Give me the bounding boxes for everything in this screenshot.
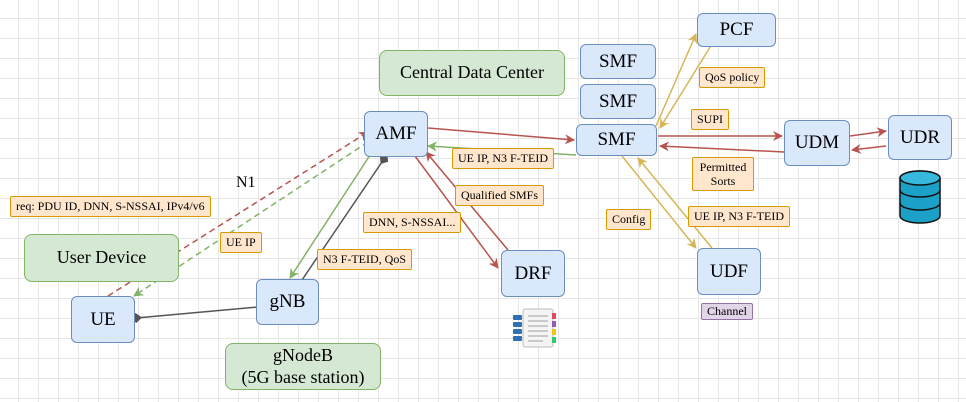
supi-tag: SUPI <box>691 109 730 130</box>
gnodeb-group[interactable]: gNodeB (5G base station) <box>225 343 381 390</box>
edge-udr-to-udm <box>851 143 887 154</box>
qos-policy-tag: QoS policy <box>699 67 766 88</box>
gnodeb-label: gNodeB <box>273 344 333 365</box>
edge-pcf-to-smf <box>659 43 713 129</box>
central-data-center-group[interactable]: Central Data Center <box>379 50 565 96</box>
permitted-sorts-tag: Permitted Sorts <box>692 157 754 191</box>
udm-label: UDM <box>794 132 840 153</box>
pcf-node[interactable]: PCF <box>697 13 776 47</box>
edge-udm-to-smf <box>659 141 785 153</box>
smf-middle-label: SMF <box>598 90 638 112</box>
smf-main-label: SMF <box>597 129 636 150</box>
edge-smf-to-udf <box>621 155 697 249</box>
edge-amf-to-smf <box>427 127 575 145</box>
dnn-snssai-tag: DNN, S-NSSAI... <box>363 212 462 233</box>
user-device-label: User Device <box>56 247 147 268</box>
edge-amf-to-gnb <box>289 151 373 279</box>
gnb-node[interactable]: gNB <box>256 279 319 325</box>
n1-label: N1 <box>236 174 256 191</box>
smf-node-middle[interactable]: SMF <box>580 84 656 119</box>
central-data-center-label: Central Data Center <box>400 62 544 83</box>
channel-tag: Channel <box>701 303 753 320</box>
drf-label: DRF <box>514 262 552 284</box>
edge-gnb-to-ue <box>130 306 259 323</box>
permitted-line: Permitted <box>699 160 747 174</box>
udr-node[interactable]: UDR <box>888 115 952 160</box>
ue-node[interactable]: UE <box>71 296 135 343</box>
udf-node[interactable]: UDF <box>697 248 761 295</box>
drf-node[interactable]: DRF <box>501 250 565 297</box>
ue-ip-n3-teid-udf-tag: UE IP, N3 F-TEID <box>688 206 790 227</box>
udr-label: UDR <box>899 126 941 148</box>
n3-teid-qos-tag: N3 F-TEID, QoS <box>317 249 412 270</box>
smf-top-label: SMF <box>598 50 638 72</box>
udm-node[interactable]: UDM <box>784 120 850 166</box>
ue-label: UE <box>90 308 116 330</box>
config-tag: Config <box>606 209 652 230</box>
udf-label: UDF <box>709 260 748 282</box>
req-pdu-tag: req: PDU ID, DNN, S-NSSAI, IPv4/v6 <box>10 196 211 217</box>
database-icon <box>899 170 941 224</box>
gnb-label: gNB <box>269 291 306 312</box>
edge-amf-to-drf <box>411 151 499 269</box>
amf-node[interactable]: AMF <box>364 111 428 157</box>
gnodeb-sublabel: (5G base station) <box>241 366 365 387</box>
qualified-smfs-tag: Qualified SMFs <box>455 185 545 206</box>
edge-gnb-to-amf <box>301 154 389 281</box>
smf-node-top[interactable]: SMF <box>580 44 656 79</box>
ue-ip-tag: UE IP <box>220 232 262 253</box>
ue-ip-n3-teid-amf-tag: UE IP, N3 F-TEID <box>452 148 554 169</box>
pcf-label: PCF <box>719 19 754 40</box>
amf-label: AMF <box>375 123 417 144</box>
edge-smf-to-pcf <box>655 33 697 127</box>
document-list-icon <box>513 308 556 348</box>
smf-node-main[interactable]: SMF <box>576 124 657 156</box>
user-device-group[interactable]: User Device <box>24 234 179 282</box>
edge-udf-to-smf <box>637 157 713 249</box>
edge-udm-to-udr <box>849 127 887 138</box>
sorts-line: Sorts <box>710 174 736 188</box>
